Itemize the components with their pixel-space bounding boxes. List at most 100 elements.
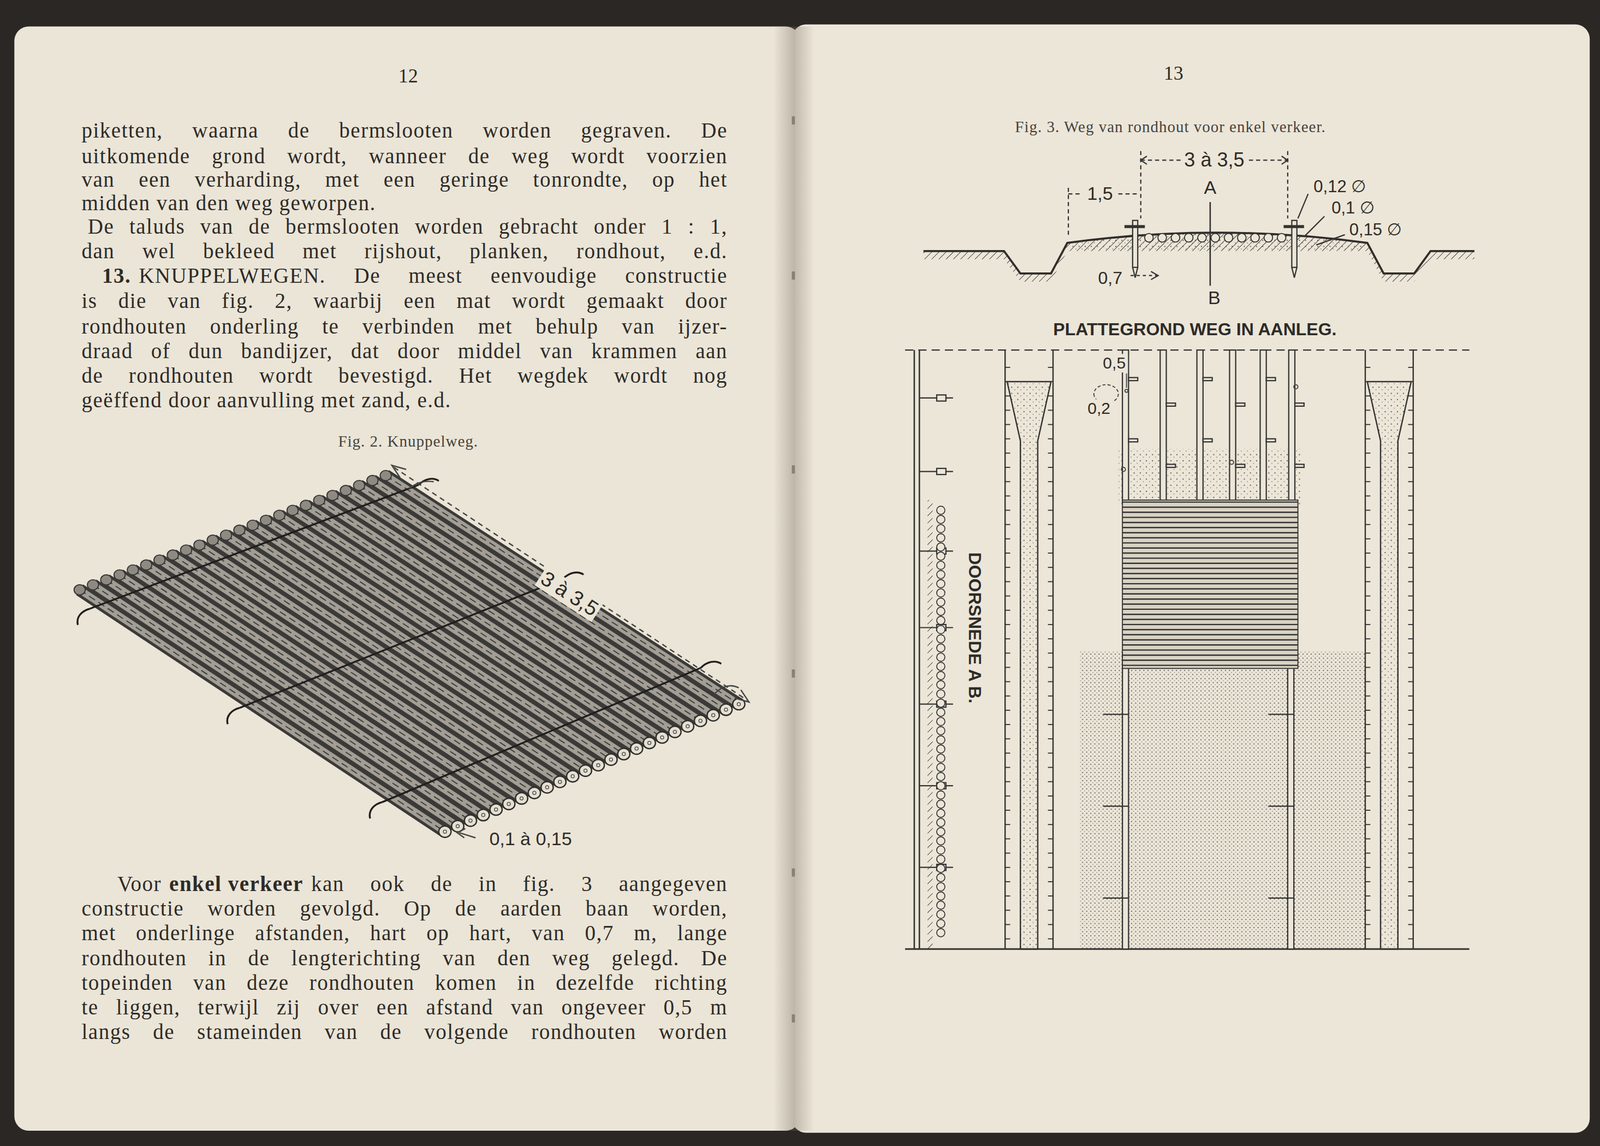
- log-core: [673, 729, 677, 734]
- slope-tick: [1048, 809, 1054, 811]
- log-outline: [132, 569, 496, 810]
- slope-tick: [1407, 623, 1413, 626]
- cross-log: [1122, 546, 1298, 549]
- binding-wire: [382, 667, 701, 802]
- slope-tick: [1004, 866, 1010, 868]
- spacing-marks: [1125, 389, 1129, 393]
- log-core: [558, 780, 562, 784]
- log: [140, 559, 516, 810]
- left-page: [14, 26, 800, 1131]
- cross-log: [1122, 613, 1298, 615]
- log-bark: [132, 569, 496, 810]
- slope-tick: [1407, 366, 1413, 368]
- log-end: [592, 759, 605, 771]
- log-core: [545, 785, 549, 789]
- log-section: [1157, 233, 1167, 243]
- slope-tick: [1365, 623, 1371, 626]
- log-body: [79, 589, 445, 832]
- log-end: [668, 726, 681, 738]
- text-line: dan wel bekleed met rijshout, planken, r…: [81, 238, 728, 265]
- slope-tick: [1048, 609, 1054, 611]
- dimension-lines: [1298, 193, 1309, 219]
- log-core: [584, 769, 588, 773]
- log-bark: [146, 564, 509, 805]
- log-section: [936, 561, 945, 570]
- body-text: te liggen, terwijl zij over een afstand …: [81, 994, 728, 1021]
- slope-tick: [1004, 452, 1010, 454]
- log-end: [656, 731, 669, 743]
- slope-tick: [1048, 938, 1054, 940]
- cross-log: [1122, 567, 1298, 569]
- body-text: de rondhouten wordt bevestigd. Het wegde…: [81, 362, 728, 389]
- log-body: [92, 584, 458, 826]
- text-line: De taluds van de bermslooten worden gebr…: [87, 213, 728, 240]
- wire-end: [563, 572, 584, 579]
- text-line: rondhouten onderling te verbinden met be…: [81, 313, 728, 340]
- body-text: dan wel bekleed met rijshout, planken, r…: [81, 238, 728, 265]
- log-end: [528, 787, 541, 799]
- right-page: [792, 24, 1591, 1133]
- body-text: enkel verkeer: [169, 870, 304, 897]
- slope-tick: [1365, 452, 1371, 454]
- slope-tick: [1365, 809, 1371, 811]
- slope-tick: [1365, 938, 1371, 940]
- slope-tick: [1004, 538, 1010, 540]
- cross-log: [1122, 593, 1298, 595]
- stake: [1268, 897, 1294, 899]
- stake: [1128, 438, 1138, 443]
- text-line: Voorenkel verkeerkan ook de in fig. 3 aa…: [117, 870, 728, 897]
- log-section: [936, 625, 945, 634]
- slope-tick: [1365, 666, 1371, 668]
- log-section: [936, 900, 945, 909]
- cross-log: [1122, 516, 1298, 518]
- log-body: [106, 579, 471, 821]
- page-spine: [773, 26, 815, 1131]
- ditch-edge: [1052, 349, 1054, 949]
- stitch-marks: [792, 1014, 796, 1023]
- log-section: [936, 588, 945, 597]
- dimension-lines: [1150, 271, 1158, 280]
- log-section: [1170, 233, 1180, 243]
- slope-tick: [1048, 538, 1054, 540]
- log-core: [443, 829, 447, 834]
- slope-tick: [1048, 509, 1054, 511]
- slope-tick: [1407, 723, 1413, 725]
- cross-log: [1122, 654, 1298, 656]
- slope-tick: [1407, 923, 1413, 925]
- dimension-line: [456, 828, 466, 838]
- dimension-lines: [1140, 156, 1147, 165]
- log-section: [936, 506, 945, 515]
- cross-section: [1283, 224, 1304, 229]
- text-line: rondhouten in de lengterichting van den …: [81, 944, 728, 972]
- log-section: [936, 579, 945, 588]
- longitudinal-log: [1287, 652, 1294, 949]
- cross-log: [1122, 598, 1298, 600]
- cross-section: [923, 232, 1475, 282]
- stitch-marks: [792, 116, 796, 125]
- log-section: [936, 836, 945, 846]
- log-section: [936, 680, 945, 689]
- spacing-marks: [1121, 467, 1126, 472]
- slope-tick: [1004, 409, 1010, 411]
- slope-tick: [1407, 809, 1413, 811]
- body-text: van een verharding, met een geringe tonr…: [81, 166, 728, 193]
- slope-tick: [1407, 837, 1413, 840]
- cross-log: [1122, 562, 1298, 564]
- log-section: [1197, 233, 1207, 243]
- log-section: [936, 772, 945, 781]
- log-section: [936, 744, 945, 753]
- slope-tick: [1004, 909, 1010, 911]
- log-section: [936, 524, 945, 533]
- stake-head: [936, 394, 947, 401]
- slope-tick: [1407, 566, 1413, 568]
- spacing-marks: [1293, 384, 1298, 389]
- log-end: [643, 736, 656, 749]
- dimension-lines: [1130, 275, 1158, 277]
- slope-tick: [1365, 837, 1371, 840]
- body-text: 13.: [102, 262, 132, 289]
- log-end: [489, 803, 502, 816]
- ditch-edge: [1412, 349, 1414, 949]
- slope-tick: [1365, 480, 1371, 483]
- slope-tick: [1048, 723, 1054, 725]
